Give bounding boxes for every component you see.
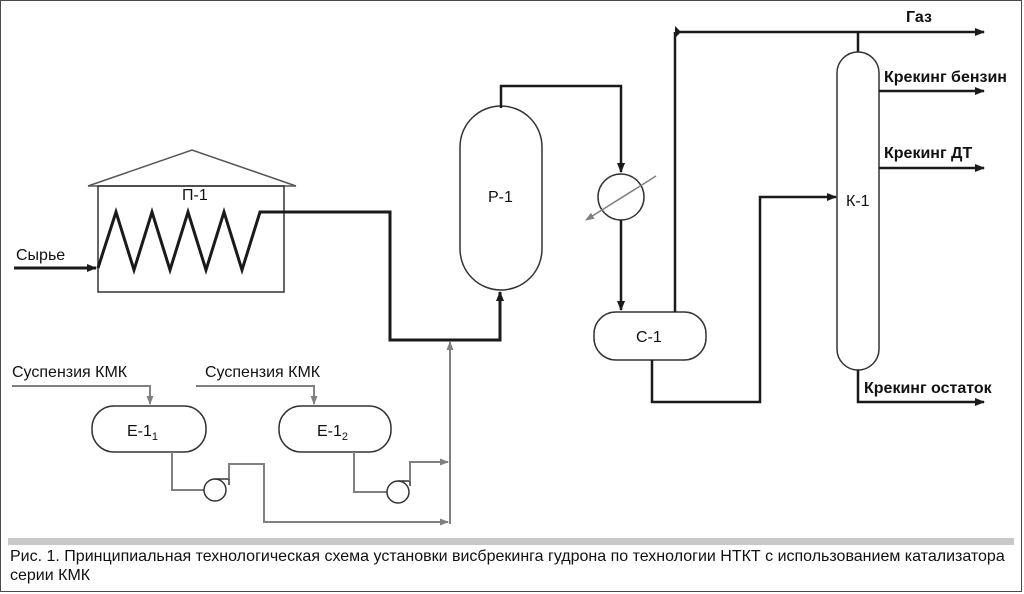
pump-1 xyxy=(203,478,230,502)
gasoline-label: Крекинг бензин xyxy=(884,69,1007,86)
tank-2-subscript: 2 xyxy=(342,431,348,443)
suspension-label-1: Суспензия КМК xyxy=(12,364,128,381)
tank-1-body xyxy=(91,405,207,453)
tank-1-label: Е-11 xyxy=(127,423,158,443)
tank-2-to-pump-line xyxy=(353,452,388,493)
suspension-line-2 xyxy=(196,385,318,405)
pump-2 xyxy=(386,480,411,504)
furnace-to-reactor-line xyxy=(284,210,504,342)
pump-2-body xyxy=(386,480,410,504)
gas-label: Газ xyxy=(906,9,932,26)
separator-label: С-1 xyxy=(636,329,662,346)
tank-e1-2: Е-12 xyxy=(278,405,392,453)
column-label: К-1 xyxy=(846,193,870,210)
reactor-label: Р-1 xyxy=(488,189,513,206)
tank-1-subscript: 1 xyxy=(152,431,158,443)
reactor-r1: Р-1 xyxy=(459,105,543,291)
column-body xyxy=(836,51,880,371)
diesel-label: Крекинг ДТ xyxy=(884,145,972,162)
feed-label: Сырье xyxy=(16,247,65,264)
column-k1: К-1 xyxy=(836,32,880,371)
caption-divider xyxy=(8,538,1014,545)
figure-caption: Рис. 1. Принципиальная технологическая с… xyxy=(10,548,1005,584)
residue-label: Крекинг остаток xyxy=(864,380,993,397)
tank-1-to-pump-line xyxy=(171,452,204,491)
furnace-label: П-1 xyxy=(182,187,208,204)
tank-2-label: Е-12 xyxy=(317,423,348,443)
pump-1-body xyxy=(203,478,227,502)
cooler xyxy=(585,173,657,221)
cooler-diagonal xyxy=(585,175,657,221)
separator-c1: С-1 xyxy=(593,311,707,361)
pump-1-to-header-line xyxy=(228,463,449,526)
tank-2-body xyxy=(278,405,392,453)
furnace-coil xyxy=(96,206,284,276)
cooler-body xyxy=(597,173,645,221)
separator-body xyxy=(593,311,707,361)
suspension-label-2: Суспензия КМК xyxy=(205,364,321,381)
furnace-body xyxy=(97,185,285,293)
pump-2-to-header-line xyxy=(409,458,449,481)
tank-e1-1: Е-11 xyxy=(91,405,207,453)
residue-line xyxy=(856,370,985,406)
furnace-p1: П-1 xyxy=(87,149,297,293)
reactor-to-cooler-line xyxy=(499,84,625,173)
separator-to-column-line xyxy=(650,193,837,404)
gas-header-arrow-left xyxy=(675,26,681,38)
furnace-roof xyxy=(87,149,297,187)
suspension-line-1 xyxy=(12,385,154,405)
